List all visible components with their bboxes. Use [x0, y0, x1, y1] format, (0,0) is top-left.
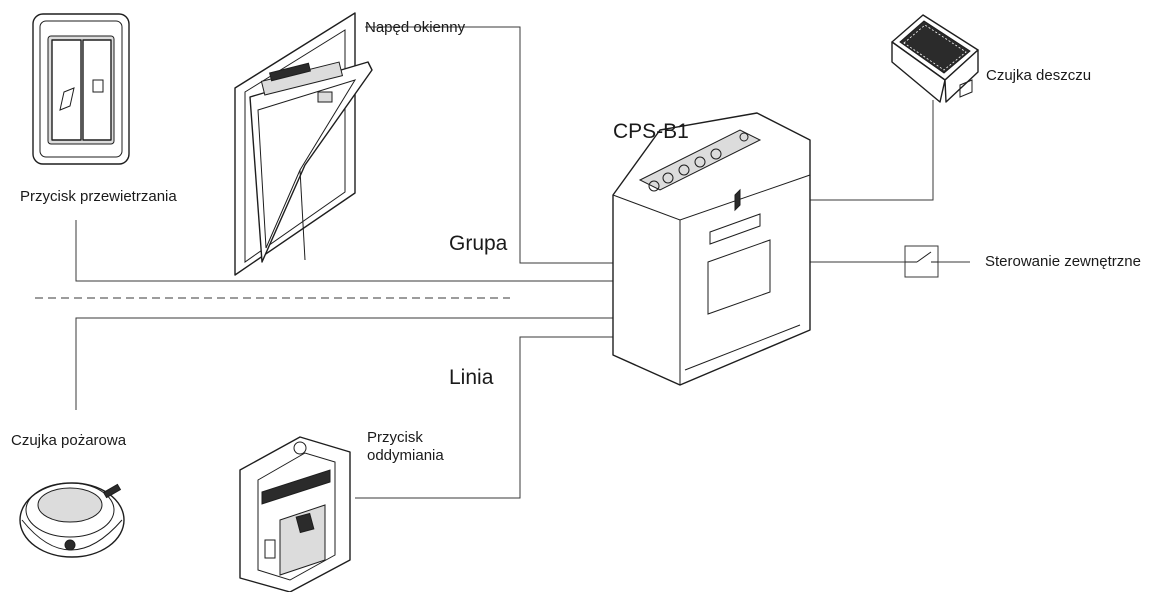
external-control-label: Sterowanie zewnętrzne: [985, 253, 1141, 270]
group-label: Grupa: [449, 232, 508, 255]
rain-sensor-icon: [891, 14, 979, 103]
vent-button-icon: [32, 13, 130, 165]
smoke-button-wire: [355, 336, 613, 499]
smoke-detector-icon: [19, 482, 125, 558]
line-label: Linia: [449, 366, 494, 389]
rain-sensor-wire: [810, 100, 934, 201]
smoke-button-label-line1: Przycisk: [367, 429, 423, 446]
vent-button-label: Przycisk przewietrzania: [20, 188, 177, 205]
rain-sensor-label: Czujka deszczu: [986, 67, 1092, 84]
smoke-button-icon: [239, 436, 351, 592]
smoke-detector-label: Czujka pożarowa: [11, 432, 127, 449]
smoke-detector-wire: [75, 317, 613, 410]
smoke-button-label-line2: oddymiania: [367, 447, 444, 464]
connection-wires: [35, 26, 970, 499]
external-switch-icon: [904, 245, 939, 278]
window-drive-wire: [365, 26, 613, 264]
controller-label: CPS-B1: [613, 120, 689, 143]
controller-box-icon: [612, 112, 811, 386]
window-drive-icon: [234, 12, 373, 276]
vent-button-wire: [75, 220, 613, 282]
window-drive-label: Napęd okienny: [365, 19, 466, 36]
